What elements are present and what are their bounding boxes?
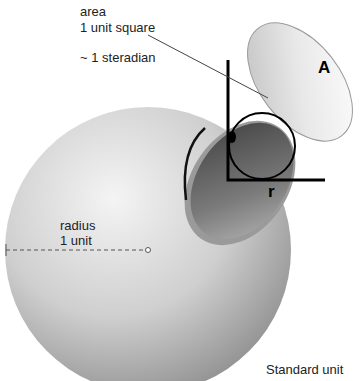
unit-circle xyxy=(229,113,295,179)
radius-tick xyxy=(6,244,7,256)
cap-edge xyxy=(185,128,205,200)
axes xyxy=(228,60,325,180)
radius-label: radius xyxy=(60,218,95,233)
leader-line xyxy=(148,35,268,98)
dot xyxy=(228,131,236,143)
caption-fragment: Standard unit xyxy=(266,362,343,377)
area-label: area xyxy=(80,4,106,19)
radius-symbol: r xyxy=(268,184,275,199)
area-label: 1 unit square xyxy=(80,20,155,35)
area-symbol: A xyxy=(318,60,330,75)
center-dot xyxy=(146,248,151,253)
steradian-label: ~ 1 steradian xyxy=(80,50,156,65)
radius-label: 1 unit xyxy=(60,233,92,248)
radius-line xyxy=(6,250,145,251)
